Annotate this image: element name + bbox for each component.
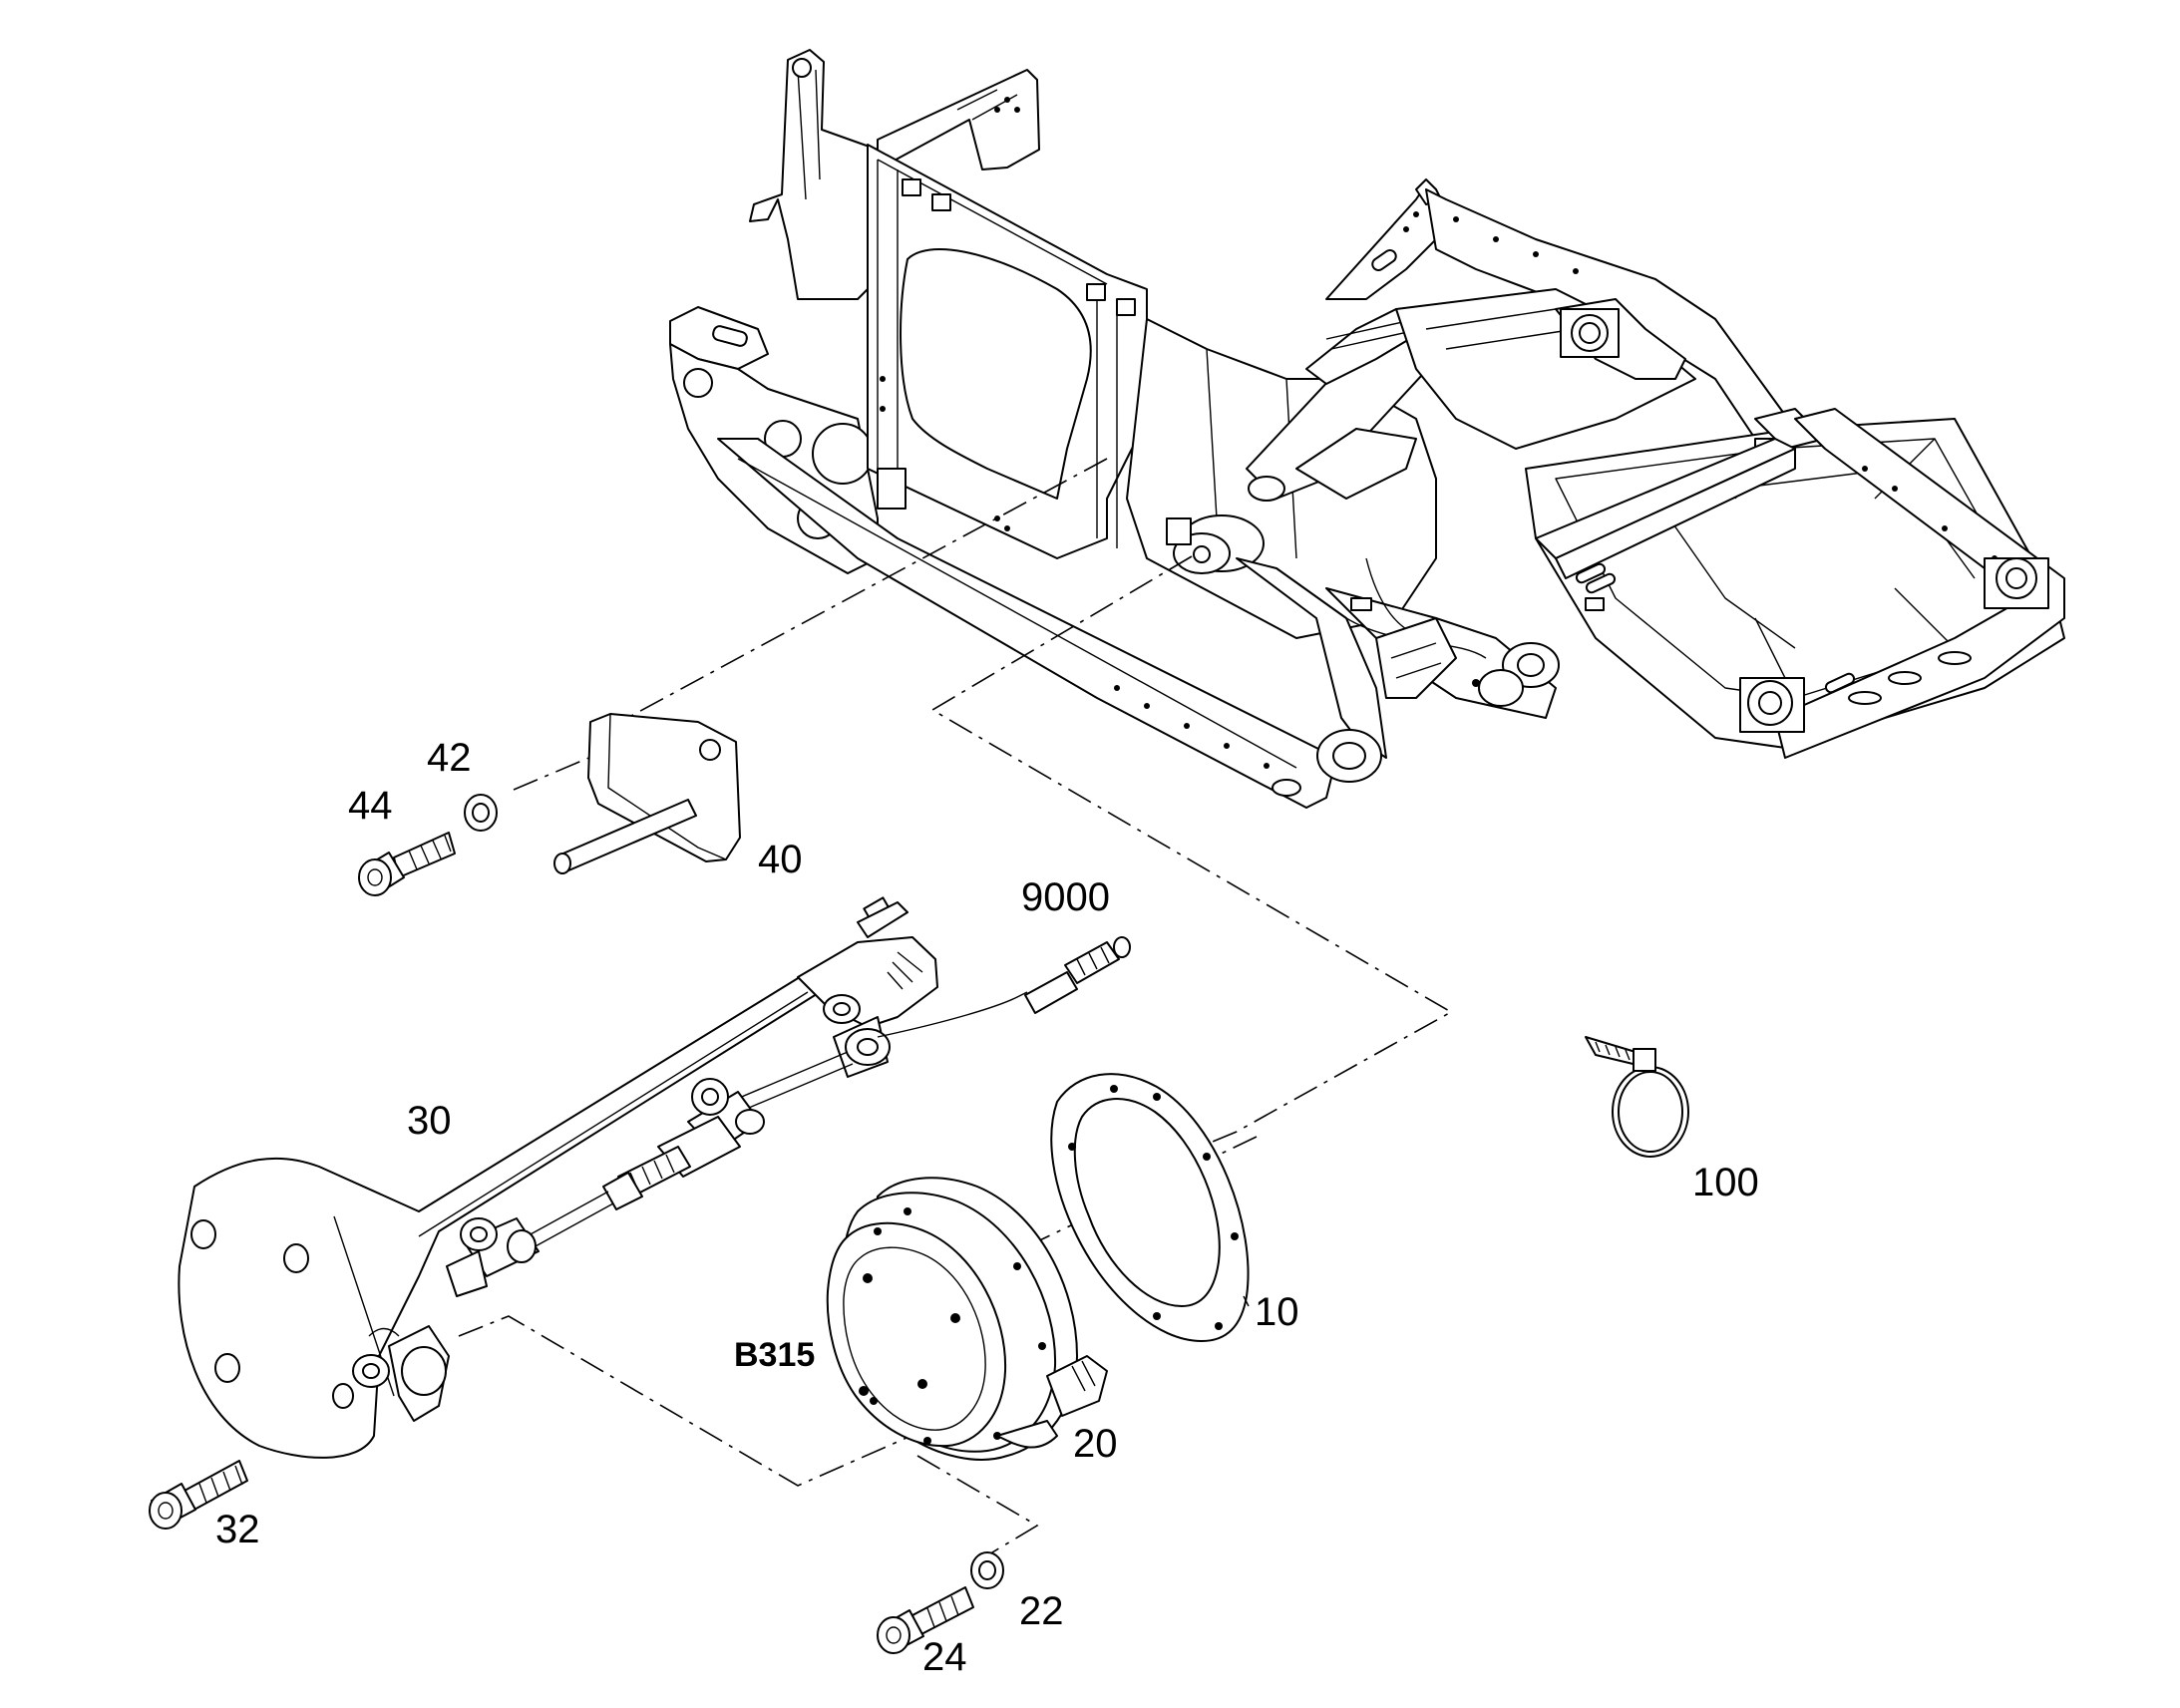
part-40-pin-plate [553, 713, 741, 874]
callout-44: 44 [348, 784, 393, 828]
callout-10: 10 [1255, 1290, 1299, 1334]
callout-22: 22 [1019, 1589, 1064, 1633]
callout-40: 40 [758, 838, 803, 881]
part-30-sensor-arm [178, 896, 1028, 1459]
part-20-sensor-housing [826, 1177, 1108, 1461]
part-42-washer [464, 794, 498, 832]
part-22-washer [970, 1551, 1004, 1589]
part-10-gasket-ring [1050, 1073, 1250, 1342]
part-24-bolt [877, 1586, 974, 1654]
part-100-cable-tie [1585, 1036, 1689, 1158]
callout-24: 24 [922, 1635, 967, 1679]
part-44-bolt [358, 832, 456, 896]
callout-b315: B315 [734, 1336, 816, 1374]
callout-20: 20 [1073, 1422, 1118, 1466]
callout-30: 30 [407, 1099, 452, 1143]
main-frame-chassis [669, 49, 2065, 809]
callout-9000: 9000 [1021, 875, 1110, 919]
part-9000-sensor-plug [1024, 936, 1131, 1014]
callout-100: 100 [1692, 1161, 1759, 1204]
part-32-bolt [149, 1460, 248, 1530]
callout-42: 42 [427, 736, 472, 780]
callout-32: 32 [215, 1508, 260, 1551]
